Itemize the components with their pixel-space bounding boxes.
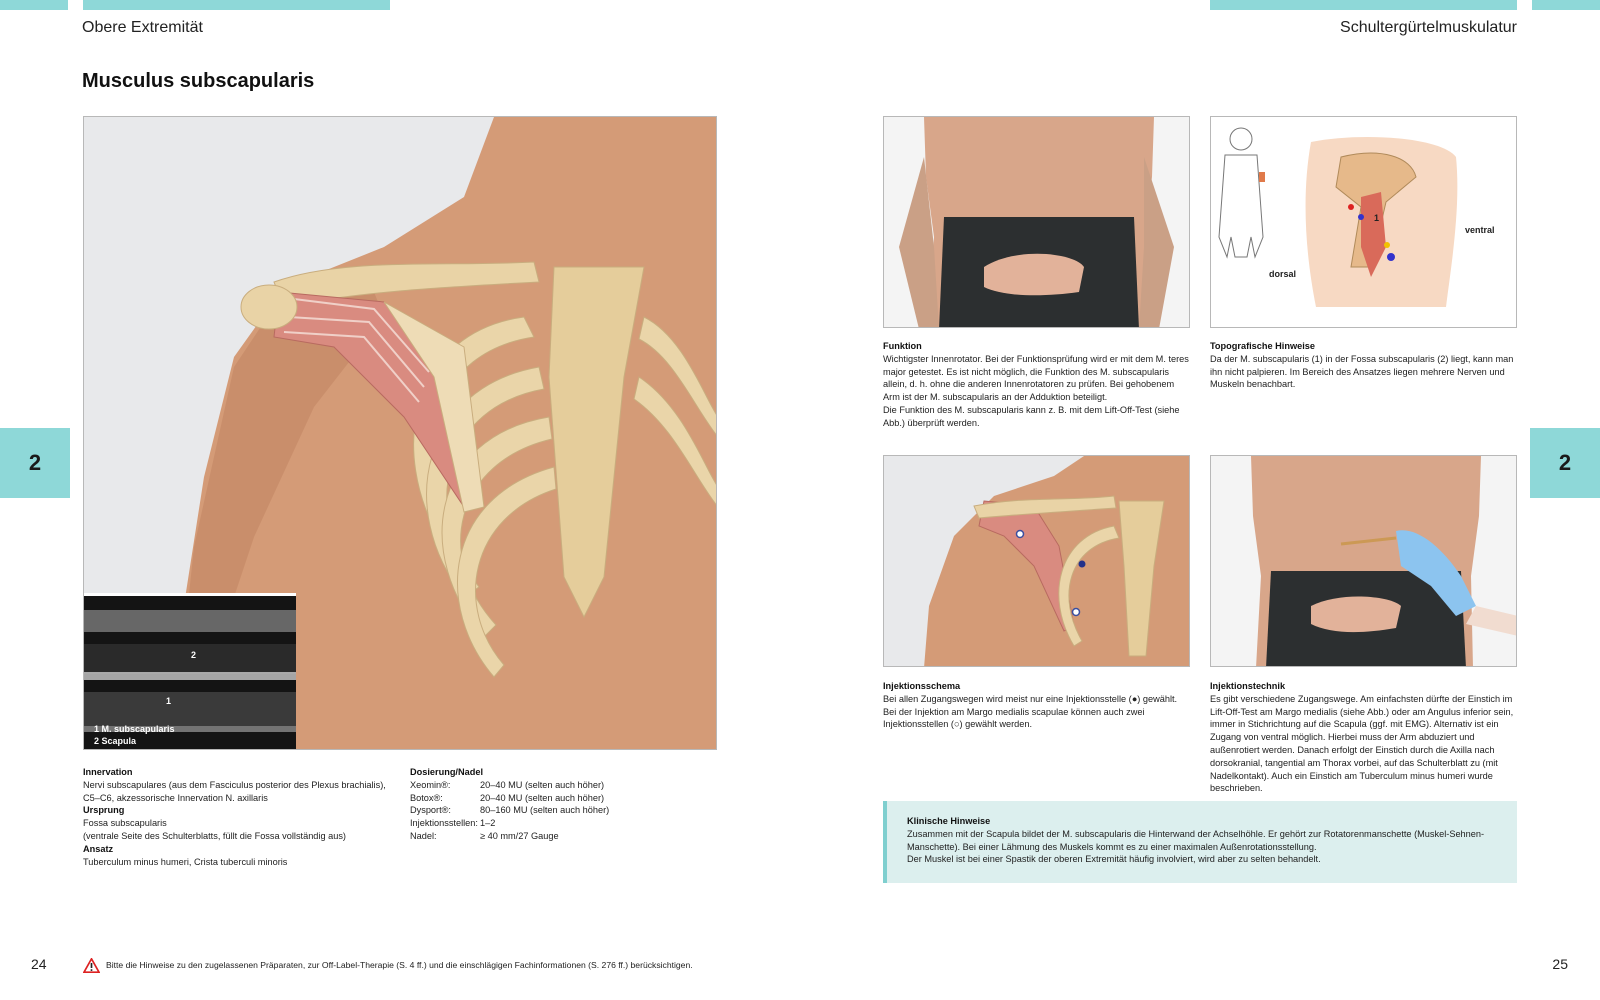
page-number-right: 25: [1552, 956, 1568, 972]
ultrasound-legend-1: 1 M. subscapularis: [94, 724, 175, 734]
ultrasound-inset: 2 1 1 M. subscapularis 2 Scapula: [84, 593, 296, 749]
injection-schema-heading: Injektionsschema: [883, 681, 961, 691]
function-text-1: Wichtigster Innenrotator. Bei der Funkti…: [883, 353, 1189, 403]
injection-schema-illustration: [884, 456, 1189, 666]
top-tab-left-2: [83, 0, 390, 10]
dosage-value: 80–160 MU (selten auch höher): [480, 805, 610, 816]
page-title: Musculus subscapularis: [82, 70, 315, 92]
running-head-left: Obere Extremität: [82, 19, 203, 36]
injection-photo-illustration: [1211, 456, 1516, 666]
dosage-value: 20–40 MU (selten auch höher): [480, 779, 605, 790]
dosage-block: Dosierung/Nadel Xeomin®: 20–40 MU (selten…: [410, 766, 670, 843]
topography-text: Da der M. subscapularis (1) in der Fossa…: [1210, 353, 1514, 390]
innervation-heading: Innervation: [83, 767, 133, 777]
main-anatomy-figure: 2 1 1 M. subscapularis 2 Scapula: [83, 116, 717, 750]
topography-label-1: 1: [1374, 213, 1380, 223]
function-block: Funktion Wichtigster Innenrotator. Bei d…: [883, 340, 1190, 430]
function-text-2: Die Funktion des M. subscapularis kann z…: [883, 404, 1180, 428]
footer-note-text: Bitte die Hinweise zu den zugelassenen P…: [106, 960, 693, 971]
running-head-right: Schultergürtelmuskulatur: [1340, 19, 1517, 36]
dosage-label: Xeomin®:: [410, 779, 451, 790]
clinical-heading: Klinische Hinweise: [907, 816, 991, 826]
topography-figure: 1 ventral dorsal: [1210, 116, 1517, 328]
ultrasound-legend-2: 2 Scapula: [94, 736, 137, 746]
injection-technique-photo: [1210, 455, 1517, 667]
clinical-notes-callout: Klinische Hinweise Zusammen mit der Scap…: [883, 801, 1517, 883]
lift-off-test-photo: [883, 116, 1190, 328]
ultrasound-label-1: 1: [166, 696, 172, 706]
dosage-row: Nadel: ≥ 40 mm/27 Gauge: [410, 830, 670, 843]
top-tab-right-2: [1532, 0, 1600, 10]
injection-technique-text: Es gibt verschiedene Zugangswege. Am ein…: [1210, 693, 1514, 794]
topography-heading: Topografische Hinweise: [1210, 341, 1315, 351]
clinical-text-1: Zusammen mit der Scapula bildet der M. s…: [907, 828, 1485, 852]
injection-technique-heading: Injektionstechnik: [1210, 681, 1286, 691]
insertion-text: Tuberculum minus humeri, Crista tubercul…: [83, 856, 288, 867]
injection-schema-text: Bei allen Zugangswegen wird meist nur ei…: [883, 693, 1178, 730]
back-photo-illustration: [884, 117, 1189, 327]
clinical-text-2: Der Muskel ist bei einer Spastik der obe…: [907, 854, 1321, 865]
topography-block: Topografische Hinweise Da der M. subscap…: [1210, 340, 1517, 391]
topography-label-dorsal: dorsal: [1269, 269, 1297, 279]
anatomy-illustration: [84, 117, 716, 749]
dosage-label: Nadel:: [410, 830, 437, 841]
function-heading: Funktion: [883, 341, 922, 351]
footer-note: Bitte die Hinweise zu den zugelassenen P…: [83, 958, 693, 973]
top-tab-left-1: [0, 0, 68, 10]
dosage-value: ≥ 40 mm/27 Gauge: [480, 830, 559, 841]
dosage-label: Injektionsstellen:: [410, 818, 478, 829]
page-number-left: 24: [31, 956, 47, 972]
top-tab-right-1: [1210, 0, 1517, 10]
muscle-info-left: Innervation Nervi subscapulares (aus dem…: [83, 766, 393, 868]
dosage-row: Dysport®: 80–160 MU (selten auch höher): [410, 804, 670, 817]
chapter-tab-left: 2: [0, 428, 70, 498]
insertion-heading: Ansatz: [83, 843, 114, 854]
ultrasound-label-2: 2: [191, 650, 197, 660]
dosage-row: Xeomin®: 20–40 MU (selten auch höher): [410, 779, 670, 792]
dosage-row: Injektionsstellen:1–2: [410, 817, 670, 830]
warning-icon: [83, 958, 100, 973]
injection-technique-block: Injektionstechnik Es gibt verschiedene Z…: [1210, 680, 1517, 795]
innervation-text: Nervi subscapulares (aus dem Fasciculus …: [83, 779, 386, 803]
injection-schema-figure: [883, 455, 1190, 667]
dosage-label: Botox®:: [410, 792, 443, 803]
dosage-heading: Dosierung/Nadel: [410, 767, 484, 777]
topography-illustration: [1211, 117, 1516, 327]
origin-text-1: Fossa subscapularis: [83, 818, 167, 829]
dosage-table: Xeomin®:20–40 MU (selten auch höher)Boto…: [410, 779, 670, 843]
dosage-label: Dysport®:: [410, 805, 451, 816]
dosage-row: Botox®: 20–40 MU (selten auch höher): [410, 792, 670, 805]
topography-label-ventral: ventral: [1465, 225, 1495, 235]
chapter-tab-right: 2: [1530, 428, 1600, 498]
dosage-value: 1–2: [480, 818, 496, 829]
origin-heading: Ursprung: [83, 805, 125, 816]
injection-schema-block: Injektionsschema Bei allen Zugangswegen …: [883, 680, 1190, 731]
dosage-value: 20–40 MU (selten auch höher): [480, 792, 605, 803]
origin-text-2: (ventrale Seite des Schulterblatts, füll…: [83, 830, 346, 841]
ultrasound-image: [84, 596, 296, 749]
